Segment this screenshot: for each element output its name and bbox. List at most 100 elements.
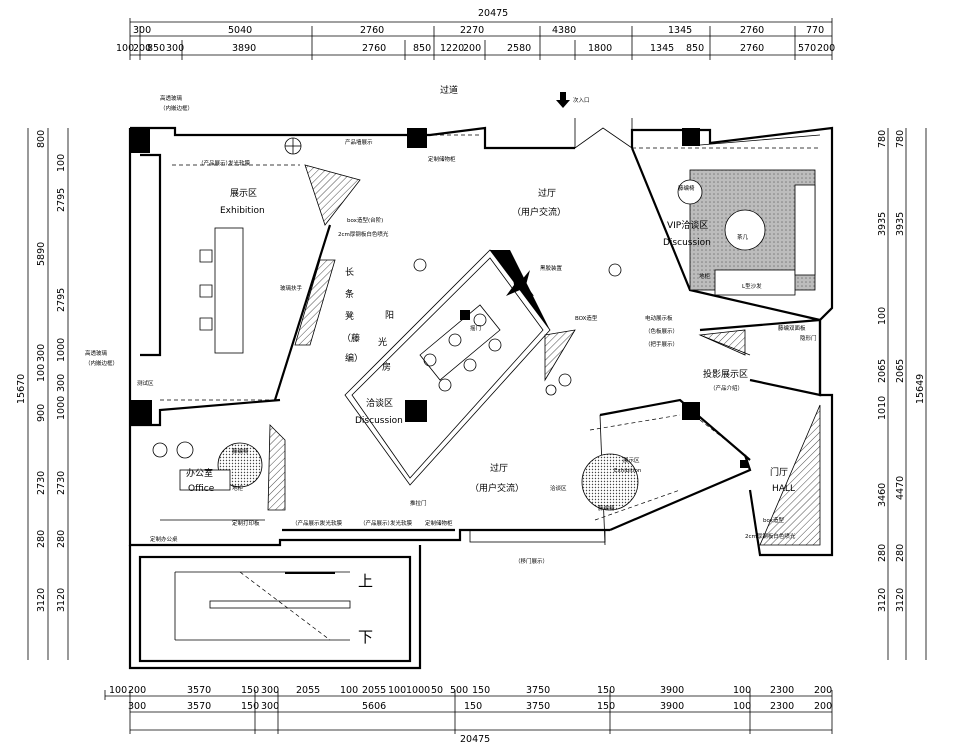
top-total-dim: 20475: [478, 8, 508, 19]
svg-text:地柜: 地柜: [232, 484, 244, 492]
svg-text:15670: 15670: [16, 374, 27, 404]
svg-text:150: 150: [597, 685, 615, 696]
svg-text:850: 850: [413, 43, 431, 54]
top-row-2: 100 200 850 300 3890 2760 850 1220 200 2…: [116, 43, 835, 54]
chairs: [199, 249, 213, 331]
office-label-cn: 办公室: [186, 467, 213, 479]
svg-text:编）: 编）: [345, 352, 363, 364]
svg-text:3460: 3460: [877, 483, 888, 507]
l-sofa: [714, 269, 796, 296]
svg-text:3935: 3935: [877, 212, 888, 236]
office-desk: [179, 469, 231, 491]
svg-text:3750: 3750: [526, 685, 550, 696]
lounge-chair: [677, 179, 703, 205]
product-intro-label: （产品介绍）: [710, 384, 743, 392]
svg-text:产品墙展示: 产品墙展示: [345, 138, 373, 146]
svg-text:300: 300: [166, 43, 184, 54]
svg-text:房: 房: [382, 361, 391, 373]
svg-text:长: 长: [345, 266, 354, 278]
svg-text:200: 200: [463, 43, 481, 54]
svg-text:570: 570: [798, 43, 816, 54]
svg-text:3570: 3570: [187, 685, 211, 696]
svg-text:2065: 2065: [877, 359, 888, 383]
svg-text:（把手展示）: （把手展示）: [645, 340, 678, 348]
exhibit-wedge: [304, 164, 361, 226]
svg-text:2795: 2795: [56, 188, 67, 212]
exhibition-table: [214, 227, 244, 354]
svg-text:150: 150: [464, 701, 482, 712]
column: [682, 128, 700, 146]
exhibition-rug: [581, 453, 639, 511]
corridor-label: 过道: [440, 84, 458, 96]
svg-text:（产品展示）: （产品展示）: [292, 519, 325, 527]
svg-text:3120: 3120: [36, 588, 47, 612]
bottom-total-dim: 20475: [460, 734, 490, 745]
svg-text:（产品展示）: （产品展示）: [198, 159, 231, 167]
svg-text:1800: 1800: [588, 43, 612, 54]
svg-text:2760: 2760: [360, 25, 384, 36]
svg-text:770: 770: [806, 25, 824, 36]
discussion-label-cn: 洽谈区: [366, 397, 393, 409]
svg-text:BOX造型: BOX造型: [575, 314, 598, 322]
svg-text:1345: 1345: [668, 25, 692, 36]
svg-text:测试区: 测试区: [137, 379, 154, 387]
stairs-down-label: 下: [358, 628, 373, 646]
svg-text:150: 150: [597, 701, 615, 712]
svg-text:2760: 2760: [740, 25, 764, 36]
svg-text:发光软膜: 发光软膜: [320, 519, 343, 527]
vip-label-en: Discussion: [663, 238, 711, 248]
svg-text:（产品展示）: （产品展示）: [360, 519, 393, 527]
column: [407, 128, 427, 148]
svg-text:推拉门: 推拉门: [410, 499, 427, 507]
svg-text:凳: 凳: [345, 311, 354, 322]
svg-text:2300: 2300: [770, 701, 794, 712]
projection-label: 投影展示区: [703, 368, 748, 380]
svg-text:2065: 2065: [895, 359, 906, 383]
right-dims: 780 3935 100 2065 1010 3460 280 3120 780…: [877, 130, 926, 612]
svg-text:2055: 2055: [296, 685, 320, 696]
svg-text:2730: 2730: [56, 471, 67, 495]
svg-text:2580: 2580: [507, 43, 531, 54]
long-bench: [294, 259, 336, 346]
svg-text:280: 280: [895, 544, 906, 562]
exhibition2-label-cn: 展示区: [623, 457, 640, 464]
user-exchange-label-2: （用户交流）: [470, 482, 524, 494]
svg-text:100: 100: [877, 307, 888, 325]
svg-text:3120: 3120: [56, 588, 67, 612]
exhibition-label-cn: 展示区: [230, 188, 257, 199]
svg-text:200: 200: [133, 43, 151, 54]
svg-text:200: 200: [814, 701, 832, 712]
svg-text:定制储物柜: 定制储物柜: [428, 155, 456, 163]
vip-label-cn: VIP洽谈区: [667, 219, 708, 231]
top-row-1: 300 5040 2760 2270 4380 1345 2760 770: [133, 25, 824, 36]
bottom-row-1: 100 200 3570 150 300 2055 100 2055 100 1…: [109, 685, 832, 696]
svg-text:780: 780: [895, 130, 906, 148]
discussion-label-en: Discussion: [355, 416, 403, 426]
svg-text:1000: 1000: [56, 338, 67, 362]
svg-text:3900: 3900: [660, 701, 684, 712]
svg-text:2cm厚钢板白色喷光: 2cm厚钢板白色喷光: [745, 532, 796, 540]
svg-text:藤编椅: 藤编椅: [598, 504, 615, 512]
svg-text:300: 300: [133, 25, 151, 36]
svg-text:发光软膜: 发光软膜: [390, 519, 413, 527]
svg-text:150: 150: [241, 701, 259, 712]
svg-text:（色板展示）: （色板展示）: [645, 327, 678, 335]
svg-text:280: 280: [877, 544, 888, 562]
svg-text:隐形门: 隐形门: [800, 334, 817, 342]
exhibition2-label-en: Exhibition: [614, 468, 642, 474]
svg-text:100: 100: [340, 685, 358, 696]
column: [130, 400, 152, 425]
svg-text:3120: 3120: [895, 588, 906, 612]
svg-text:1000: 1000: [406, 685, 430, 696]
svg-text:3935: 3935: [895, 212, 906, 236]
room-labels: 过道 过厅 （用户交流） 过厅 （用户交流） 展示区 Exhibition VI…: [85, 84, 817, 565]
svg-text:（内嵌边框）: （内嵌边框）: [160, 104, 193, 112]
column: [130, 128, 150, 153]
svg-text:3120: 3120: [877, 588, 888, 612]
svg-text:500: 500: [450, 685, 468, 696]
sunroom-table: [405, 304, 502, 422]
svg-text:200: 200: [814, 685, 832, 696]
entry-arrow-icon: [556, 92, 570, 108]
dimension-lines: 20475 300 5040 2760 2270 4380 1345 2760 …: [16, 8, 927, 745]
hall-label-cn: 门厅: [770, 466, 788, 478]
